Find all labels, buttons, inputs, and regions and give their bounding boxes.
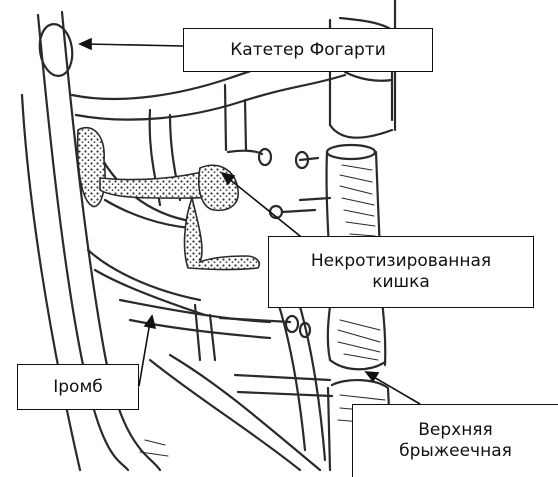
- catheter-label: Катетер Фогарти: [183, 28, 433, 72]
- thrombus-label-text: Iромб: [53, 377, 103, 398]
- sma-label: Верхняя брыжеечная: [352, 404, 558, 477]
- thrombus-fill: [78, 128, 260, 270]
- necrotic-label-line1: Некротизированная: [311, 251, 491, 272]
- sma-label-line1: Верхняя: [418, 420, 493, 441]
- sma-label-line2: брыжеечная: [399, 441, 512, 462]
- necrotic-bowel-label: Некротизированная кишка: [268, 236, 534, 308]
- thrombus-label: Iромб: [17, 364, 139, 410]
- necrotic-label-line2: кишка: [372, 272, 430, 293]
- catheter-label-text: Катетер Фогарти: [230, 40, 386, 61]
